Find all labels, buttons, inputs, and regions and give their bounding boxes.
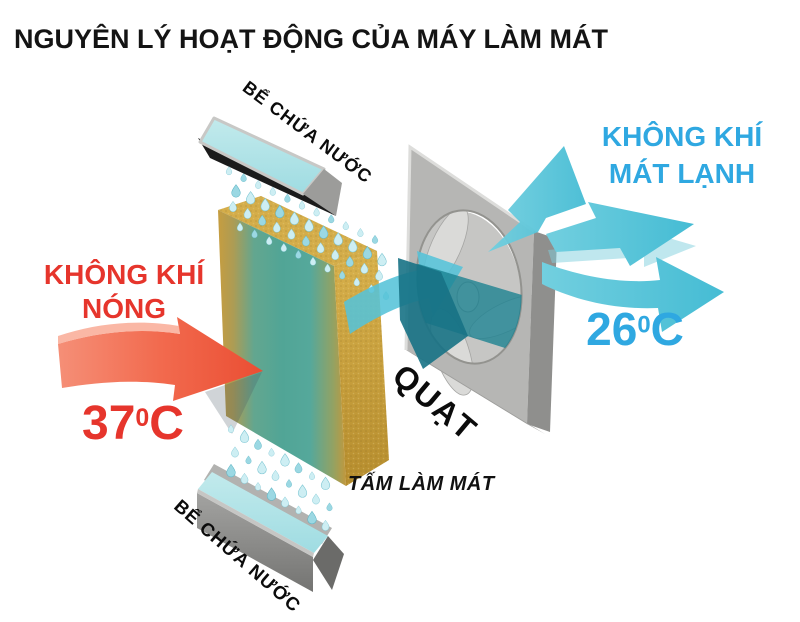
water-droplet-icon [254,482,262,491]
pad-top-texture [218,196,377,266]
hot-arrow-highlight [58,322,180,344]
tank-end-cap [303,169,342,216]
water-droplet-icon [285,479,293,488]
hot-air-label-line2: NÓNG [82,293,166,324]
pad-front-face [218,210,346,486]
water-droplet-icon [326,502,333,512]
cold-air-arrows [344,146,724,369]
water-droplet-icon [271,469,280,482]
trough-near-rim [197,489,314,557]
water-droplet-icon [321,519,330,532]
water-droplet-icon [295,505,302,515]
water-droplet-icon [229,200,237,213]
fan-frame-bottom-side [406,350,545,434]
water-droplet-icon [313,207,320,217]
water-droplet-icon [255,180,262,189]
water-droplet-icon [307,510,317,525]
cooling-pad-label: TẤM LÀM MÁT [348,473,495,495]
water-droplet-icon [226,463,236,478]
water-droplet-icon [294,462,303,474]
water-droplet-icon [269,186,276,196]
water-droplet-icon [328,214,335,224]
water-droplet-icon [281,496,289,508]
hot-air-label: KHÔNG KHÍ NÓNG [28,258,220,326]
cold-temperature: 260C [560,302,710,356]
trough-end-cap [313,536,344,590]
water-droplet-icon [371,234,379,244]
water-droplet-icon [245,191,256,205]
water-droplet-icon [268,447,275,457]
trough-front-wall [197,493,313,592]
bottom-water-tank [197,464,344,592]
water-droplet-icon [342,221,349,231]
cold-temp-unit: C [650,303,684,355]
hot-arrow-body [58,317,263,401]
hot-air-label-line1: KHÔNG KHÍ [43,259,205,290]
cold-arrow-up [488,146,586,252]
water-droplet-icon [225,166,233,176]
water-droplet-icon [312,493,320,505]
water-droplet-icon [239,429,250,444]
water-droplet-icon [240,472,249,485]
trough-water-surface [198,472,328,553]
hot-temp-unit: C [149,397,184,450]
water-droplet-icon [254,438,262,450]
water-droplet-icon [257,460,267,475]
water-droplet-icon [320,476,331,491]
water-droplet-icon [377,252,387,267]
water-droplet-icon [284,193,291,203]
water-droplet-icon [308,471,316,481]
water-droplet-icon [266,487,277,501]
water-droplet-icon [280,453,290,467]
water-droplet-icon [298,200,306,210]
water-droplet-icon [231,446,239,458]
water-droplet-icon [240,173,247,183]
diagram-title: NGUYÊN LÝ HOẠT ĐỘNG CỦA MÁY LÀM MÁT [14,24,608,54]
hot-temp-superscript: 0 [135,404,150,433]
cold-arrow-fold [398,258,468,369]
water-droplet-icon [231,184,241,198]
top-water-tank [198,116,342,216]
cold-arrow-right-upper [546,202,694,266]
hot-temperature: 370C [58,396,208,451]
hot-arrow-shadow [205,372,262,434]
cold-temp-value: 26 [586,303,638,355]
cold-temp-superscript: 0 [637,311,651,339]
water-droplet-icon [297,484,308,498]
cold-arrow-right-big [542,257,724,332]
cold-air-label-line1: KHÔNG KHÍ [601,121,763,152]
hot-temp-value: 37 [82,397,136,450]
cold-air-label-line2: MÁT LẠNH [608,158,756,189]
water-droplet-icon [357,228,364,237]
cold-air-label: KHÔNG KHÍ MÁT LẠNH [582,118,782,192]
hot-air-arrow [58,317,263,434]
water-droplet-icon [245,455,252,465]
